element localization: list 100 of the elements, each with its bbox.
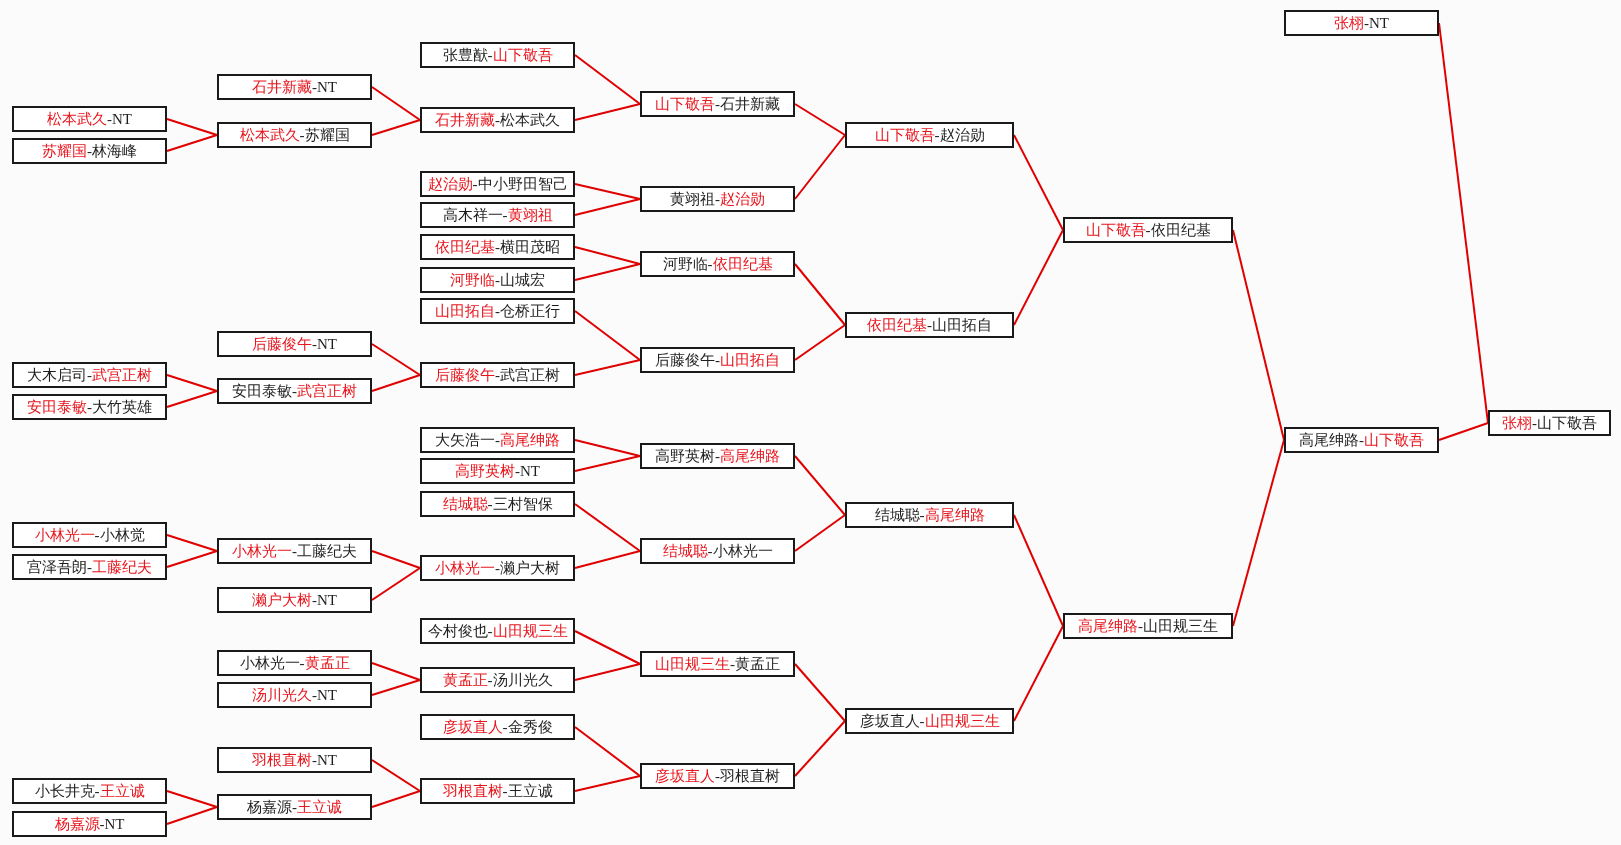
match-box xyxy=(1063,217,1233,243)
connector-line xyxy=(794,514,846,552)
match-label: 小林光一-小林觉 xyxy=(34,526,145,544)
match-label: 山下敬吾-赵治勋 xyxy=(874,126,985,144)
match-box xyxy=(845,502,1014,528)
connector-line xyxy=(1013,134,1064,231)
match-box xyxy=(420,298,575,324)
match-box xyxy=(420,458,575,484)
match-box xyxy=(420,714,575,740)
match-box xyxy=(640,538,795,564)
match-label: 黄孟正-汤川光久 xyxy=(442,671,553,689)
connector-line xyxy=(371,374,421,392)
match-label: 石井新藏-松本武久 xyxy=(435,111,560,129)
match-label: 羽根直树-王立诚 xyxy=(442,782,553,800)
match-box xyxy=(640,251,795,277)
match-label: 宫泽吾朗-工藤纪夫 xyxy=(27,558,152,576)
match-box xyxy=(640,651,795,677)
connector-line xyxy=(371,550,421,569)
match-label: 苏耀国-林海峰 xyxy=(42,142,137,160)
connector-line xyxy=(1013,229,1064,326)
match-label: 高野英树-NT xyxy=(455,462,540,480)
match-label: 赵治勋-中小野田智己 xyxy=(427,175,568,193)
match-box xyxy=(640,91,795,117)
connector-line xyxy=(794,324,846,361)
connector-line xyxy=(1013,514,1064,627)
connector-line xyxy=(574,550,641,569)
match-label: 小林光一-工藤纪夫 xyxy=(232,542,357,560)
connector-line xyxy=(574,103,641,121)
match-label: 河野临-山城宏 xyxy=(450,271,545,289)
connector-line xyxy=(166,790,218,808)
connector-line xyxy=(574,775,641,792)
match-label: 汤川光久-NT xyxy=(252,686,337,704)
match-box xyxy=(217,538,372,564)
match-box xyxy=(217,74,372,100)
match-label: 山田拓自-仓桥正行 xyxy=(435,302,560,320)
match-label: 后藤俊午-NT xyxy=(252,335,337,353)
match-box xyxy=(640,347,795,373)
match-label: 结城聪-三村智保 xyxy=(442,495,553,513)
match-box xyxy=(420,427,575,453)
match-box xyxy=(217,122,372,148)
match-label: 黄翊祖-赵治勋 xyxy=(670,190,765,208)
connector-line xyxy=(166,374,218,392)
match-label: 高野英树-高尾绅路 xyxy=(655,447,780,465)
connector-line xyxy=(574,726,641,777)
match-label: 高尾绅路-山田规三生 xyxy=(1078,617,1218,635)
connector-line xyxy=(794,663,846,722)
match-box xyxy=(12,522,167,548)
connector-line xyxy=(166,390,218,408)
connector-line xyxy=(1438,422,1489,441)
connector-line xyxy=(574,310,641,361)
connector-line xyxy=(166,806,218,825)
match-box xyxy=(640,763,795,789)
connector-line xyxy=(574,263,641,281)
match-label: 结城聪-小林光一 xyxy=(662,542,773,560)
match-box xyxy=(217,747,372,773)
match-box xyxy=(217,331,372,357)
match-label: 张豊猷-山下敬吾 xyxy=(442,46,553,64)
connector-line xyxy=(574,439,641,457)
connector-line xyxy=(371,86,421,121)
match-label: 张栩-山下敬吾 xyxy=(1502,414,1597,432)
connector-line xyxy=(794,134,846,200)
match-box xyxy=(420,171,575,197)
connector-line xyxy=(574,183,641,200)
connector-line xyxy=(1013,625,1064,722)
match-label: 高木祥一-黄翊祖 xyxy=(442,206,553,224)
connector-line xyxy=(574,630,641,665)
match-box xyxy=(420,267,575,293)
match-label: 山下敬吾-依田纪基 xyxy=(1085,221,1211,239)
match-box xyxy=(12,138,167,164)
match-box xyxy=(420,555,575,581)
match-box xyxy=(217,378,372,404)
match-label: 后藤俊午-山田拓自 xyxy=(655,351,780,369)
match-label: 大矢浩一-高尾绅路 xyxy=(435,431,560,449)
connector-line xyxy=(371,343,421,376)
match-box xyxy=(640,443,795,469)
match-box xyxy=(12,811,167,837)
match-box xyxy=(1284,10,1439,36)
connector-line xyxy=(371,119,421,136)
match-box xyxy=(420,362,575,388)
connector-line xyxy=(166,550,218,568)
connector-line xyxy=(794,103,846,136)
match-box xyxy=(1284,427,1439,453)
connector-line xyxy=(794,263,846,326)
match-label: 彦坂直人-金秀俊 xyxy=(442,718,553,736)
match-box xyxy=(217,794,372,820)
match-box xyxy=(12,394,167,420)
match-box xyxy=(420,778,575,804)
match-label: 安田泰敏-大竹英雄 xyxy=(27,398,152,416)
match-box xyxy=(845,122,1014,148)
match-box xyxy=(1063,613,1233,639)
match-label: 山田规三生-黄孟正 xyxy=(655,655,780,673)
connector-line xyxy=(574,503,641,552)
match-label: 小长井克-王立诚 xyxy=(34,782,145,800)
connector-line xyxy=(166,118,218,136)
match-box xyxy=(420,234,575,260)
match-label: 山下敬吾-石井新藏 xyxy=(655,95,780,113)
match-label: 依田纪基-横田茂昭 xyxy=(435,238,560,256)
connector-line xyxy=(371,567,421,601)
connector-line xyxy=(574,54,641,105)
match-label: 安田泰敏-武宫正树 xyxy=(232,382,357,400)
